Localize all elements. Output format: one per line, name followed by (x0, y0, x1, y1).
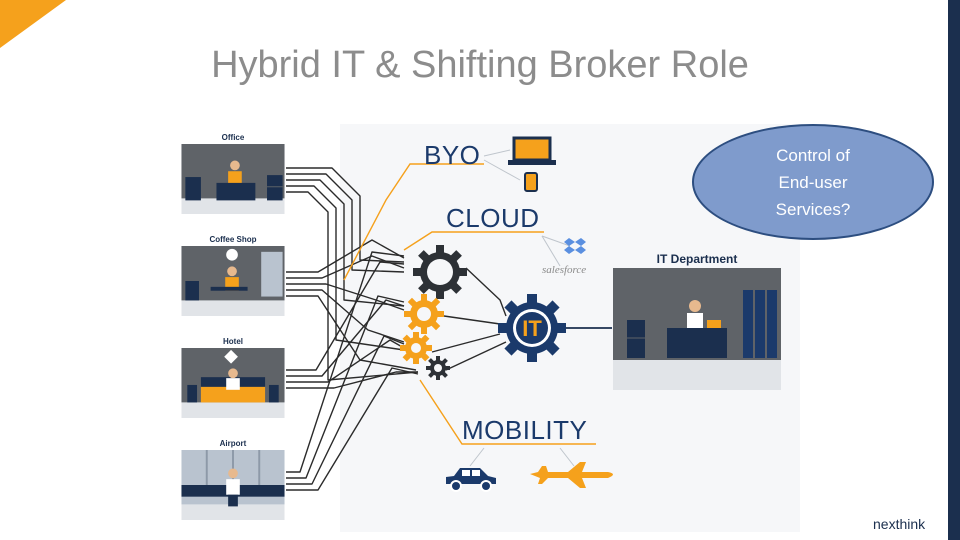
dropbox-icon (564, 238, 586, 254)
category-byo: BYO (424, 140, 481, 170)
car-icon (446, 468, 496, 492)
gears-icon: IT (400, 245, 566, 380)
corner-accent (0, 0, 66, 48)
callout-line-3: Services? (775, 199, 851, 219)
callout-bubble: Control of End-user Services? (692, 124, 934, 240)
location-label-hotel: Hotel (223, 337, 243, 346)
category-mobility: MOBILITY (462, 415, 588, 445)
slide-title: Hybrid IT & Shifting Broker Role (211, 44, 749, 86)
salesforce-logo: salesforce (542, 264, 587, 276)
callout-line-2: End-user (778, 172, 848, 192)
location-label-coffee-shop: Coffee Shop (209, 235, 257, 244)
category-cloud: CLOUD (446, 203, 540, 233)
nexthink-logo: nexthink (873, 516, 926, 532)
it-department-label: IT Department (656, 252, 738, 266)
location-label-airport: Airport (219, 439, 247, 448)
callout-line-1: Control of (776, 145, 850, 165)
it-department-scene (613, 268, 781, 390)
hotel-scene (181, 348, 285, 418)
airplane-icon (530, 462, 613, 488)
phone-icon (524, 172, 538, 192)
laptop-icon (508, 136, 556, 165)
location-label-office: Office (221, 133, 245, 142)
office-scene (181, 144, 285, 214)
coffee-shop-scene (181, 246, 285, 316)
right-edge-bar (948, 0, 960, 540)
it-hub-label: IT (522, 316, 542, 341)
airport-scene (181, 450, 285, 520)
